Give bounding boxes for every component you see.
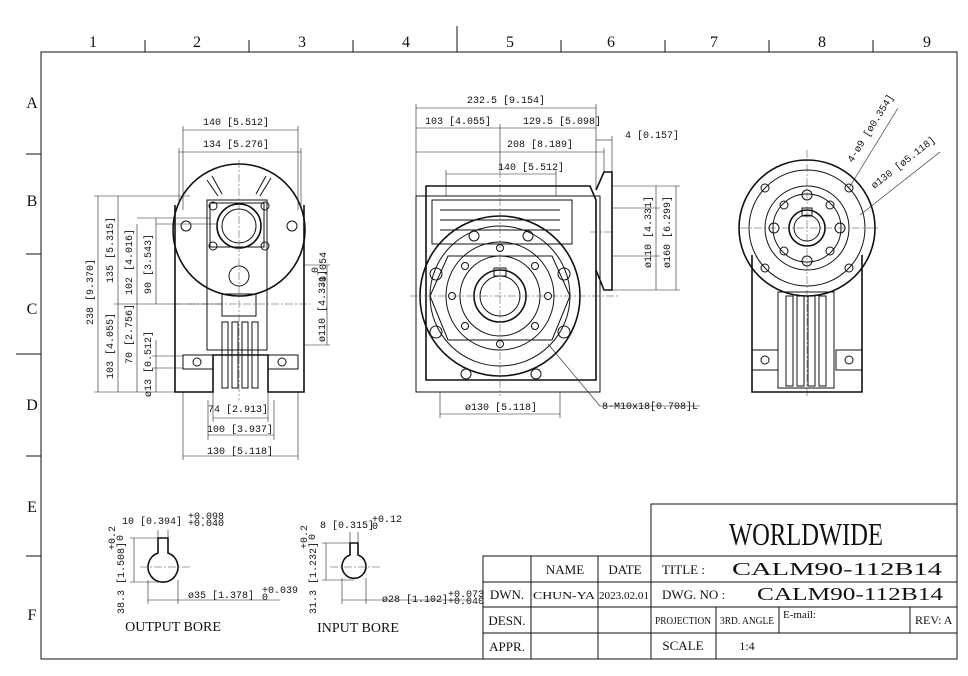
side-view: 232.5 [9.154] 103 [4.055] 129.5 [5.098] … bbox=[410, 95, 700, 418]
column-labels: 1 2 3 4 5 6 7 8 9 bbox=[89, 34, 931, 51]
column-label-7: 7 bbox=[710, 34, 718, 51]
email-label: E-mail: bbox=[783, 609, 816, 621]
output-diameter: ø35 [1.378] bbox=[188, 590, 254, 602]
input-key-width-tol-upper: +0.12 bbox=[372, 515, 402, 526]
row-label-b: B bbox=[27, 193, 38, 210]
column-label-4: 4 bbox=[402, 34, 410, 51]
output-key-width-tol-lower: +0.040 bbox=[188, 519, 224, 530]
projection-value: 3RD. ANGLE bbox=[720, 615, 774, 627]
front-view: 140 [5.512] 134 [5.276] 238 [9.370] 135 … bbox=[85, 117, 330, 460]
dim-width-232: 232.5 [9.154] bbox=[467, 95, 545, 107]
input-diameter-tol-lower: +0.040 bbox=[448, 597, 484, 608]
rev-label: REV: A bbox=[915, 613, 953, 627]
dim-height-70: 70 [2.756] bbox=[124, 304, 136, 364]
desn-label: DESN. bbox=[488, 613, 525, 628]
dim-width-103: 103 [4.055] bbox=[425, 116, 491, 128]
company-name: WORLDWIDE bbox=[729, 516, 883, 552]
dim-height-102: 102 [4.016] bbox=[124, 229, 136, 295]
side-view-body bbox=[410, 170, 620, 396]
input-height-tol-lower: 0 bbox=[308, 534, 319, 540]
output-key-width: 10 [0.394] bbox=[122, 516, 182, 528]
column-label-9: 9 bbox=[923, 34, 931, 51]
front-view-body bbox=[172, 160, 310, 400]
dim-width-130: 130 [5.118] bbox=[207, 446, 273, 458]
dim-width-4: 4 [0.157] bbox=[625, 130, 679, 142]
column-label-6: 6 bbox=[607, 34, 615, 51]
dim-height-90: 90 [3.543] bbox=[143, 234, 155, 294]
dim-width-140: 140 [5.512] bbox=[203, 117, 269, 129]
side-view-dimension-lines bbox=[415, 104, 700, 418]
drawn-by-name: CHUN-YA bbox=[533, 590, 595, 602]
dim-height-103: 103 [4.055] bbox=[105, 313, 117, 379]
output-bore-shape bbox=[130, 530, 280, 604]
output-diameter-tol-upper: +0.039 bbox=[262, 586, 298, 597]
projection-label: PROJECTION bbox=[655, 615, 711, 627]
title-block: WORLDWIDE NAME DATE DWN. CHUN-YA 2023.02… bbox=[482, 503, 958, 660]
input-bore: 8 [0.315] +0.12 0 31.3 [1.232] +0.2 0 ø2… bbox=[300, 515, 484, 636]
dim-width-140-side: 140 [5.512] bbox=[498, 162, 564, 174]
dim-width-74: 74 [2.913] bbox=[208, 404, 268, 416]
column-label-2: 2 bbox=[193, 34, 201, 51]
column-label-8: 8 bbox=[818, 34, 826, 51]
title-block-grid bbox=[482, 503, 958, 660]
front-view-dimension-lines bbox=[94, 126, 330, 460]
dim-width-100: 100 [3.937] bbox=[207, 424, 273, 436]
row-label-d: D bbox=[26, 397, 38, 414]
output-height-tol-lower: 0 bbox=[116, 535, 127, 541]
row-label-a: A bbox=[26, 95, 38, 112]
output-bore: 10 [0.394] +0.098 +0.040 38.3 [1.508] +0… bbox=[108, 512, 298, 635]
title-value: CALM90-112B14 bbox=[732, 559, 942, 579]
flange-view-leaders bbox=[848, 107, 941, 216]
dim-diameter-110-tol-lower: -0.054 bbox=[319, 252, 330, 288]
dim-width-134: 134 [5.276] bbox=[203, 139, 269, 151]
input-key-width: 8 [0.315] bbox=[320, 520, 374, 532]
output-bore-label: OUTPUT BORE bbox=[125, 620, 221, 635]
dim-diameter-130: ø130 [5.118] bbox=[465, 402, 537, 414]
row-labels: A B C D E F bbox=[26, 95, 38, 624]
dwg-label: DWG. NO : bbox=[662, 587, 725, 602]
input-height-tol-upper: +0.2 bbox=[300, 525, 311, 549]
output-diameter-tol-lower: 0 bbox=[262, 593, 268, 604]
output-height-tol-upper: +0.2 bbox=[108, 526, 119, 550]
dim-thread-callout: 8-M10x18[0.708]L bbox=[602, 401, 698, 413]
flange-view-body bbox=[738, 150, 880, 396]
dim-width-129: 129.5 [5.098] bbox=[523, 116, 601, 128]
dim-diameter-110: ø110 [4.331] bbox=[317, 270, 329, 342]
dim-diameter-110-side: ø110 [4.331] bbox=[643, 196, 655, 268]
dim-flange-pcd: ø130 [ø5.118] bbox=[869, 135, 938, 192]
dwn-label: DWN. bbox=[490, 587, 524, 602]
drawn-date: 2023.02.01 bbox=[599, 590, 649, 602]
date-header: DATE bbox=[608, 562, 641, 577]
name-header: NAME bbox=[546, 562, 584, 577]
row-label-f: F bbox=[28, 607, 37, 624]
scale-label: SCALE bbox=[662, 638, 703, 653]
dim-height-238: 238 [9.370] bbox=[85, 259, 97, 325]
dim-diameter-160: ø160 [6.299] bbox=[662, 196, 674, 268]
dwg-value: CALM90-112B14 bbox=[757, 584, 943, 604]
dim-height-135: 135 [5.315] bbox=[105, 217, 117, 283]
flange-view: 4-ø9 [ø0.354] ø130 [ø5.118] bbox=[738, 93, 941, 396]
output-height: 38.3 [1.508] bbox=[116, 542, 128, 614]
column-label-1: 1 bbox=[89, 34, 97, 51]
dim-bore-13: ø13 [0.512] bbox=[143, 331, 155, 397]
dim-diameter-110-tol-upper: 0 bbox=[311, 267, 322, 273]
column-label-5: 5 bbox=[506, 34, 514, 51]
input-diameter-tol-upper: +0.073 bbox=[448, 590, 484, 601]
dim-width-208: 208 [8.189] bbox=[507, 139, 573, 151]
row-label-e: E bbox=[27, 499, 37, 516]
input-bore-shape bbox=[322, 532, 470, 604]
scale-value: 1:4 bbox=[739, 639, 754, 653]
input-key-width-tol-lower: 0 bbox=[372, 522, 378, 533]
input-bore-label: INPUT BORE bbox=[317, 621, 399, 636]
dim-flange-holes: 4-ø9 [ø0.354] bbox=[846, 93, 898, 166]
title-label: TITLE : bbox=[662, 562, 705, 577]
row-label-c: C bbox=[27, 301, 38, 318]
input-height: 31.3 [1.232] bbox=[308, 542, 320, 614]
column-label-3: 3 bbox=[298, 34, 306, 51]
input-diameter: ø28 [1.102] bbox=[382, 594, 448, 606]
output-key-width-tol-upper: +0.098 bbox=[188, 512, 224, 523]
appr-label: APPR. bbox=[489, 639, 525, 654]
